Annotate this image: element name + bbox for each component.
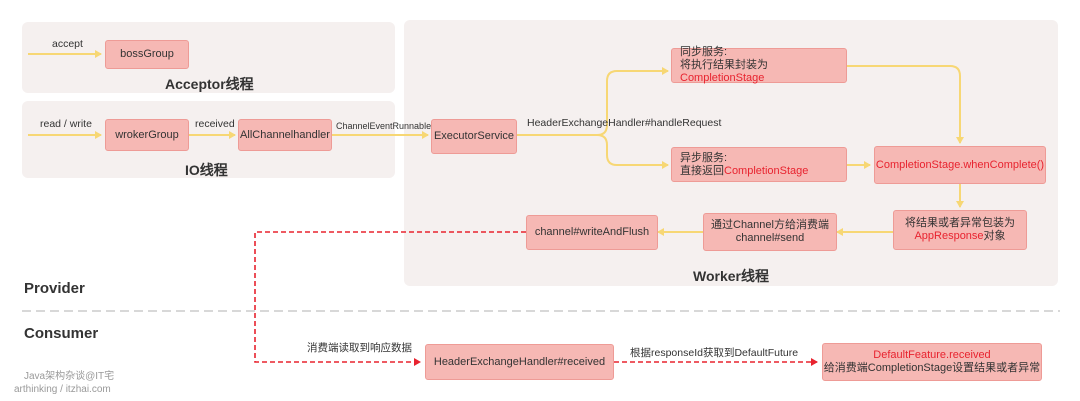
acceptor-thread-panel [22, 22, 395, 93]
io-thread-title: IO线程 [185, 162, 228, 178]
consumer-read-label: 消费端读取到响应数据 [307, 342, 412, 354]
wrap-response-desc: 将结果或者异常包装为 [905, 217, 1015, 229]
default-future-received: DefaultFeature.received [873, 349, 991, 361]
sync-service-box: 同步服务: 将执行结果封装为CompletionStage [671, 46, 847, 84]
consumer-received-box: HeaderExchangeHandler#received [425, 344, 614, 380]
watermark-line1: Java架构杂谈@IT宅 [24, 371, 115, 382]
when-complete-box: CompletionStage.whenComplete() [874, 146, 1046, 184]
handle-request-split [517, 67, 669, 136]
channel-send-desc: 通过Channel方给消费端 [711, 219, 829, 231]
acceptor-thread-title: Acceptor线程 [165, 76, 254, 92]
wroker-group-box: wrokerGroup [105, 119, 189, 151]
executor-service-box: ExecutorService [431, 119, 517, 154]
async-branch-arrow [596, 134, 669, 169]
write-and-flush-box: channel#writeAndFlush [526, 215, 658, 250]
sync-service-completion-stage: CompletionStage [680, 72, 765, 84]
channel-send-method: channel#send [735, 232, 805, 244]
sync-service-title: 同步服务: [680, 46, 728, 58]
received-label: received [195, 118, 235, 130]
watermark-line2: arthinking / itzhai.com [14, 384, 111, 395]
channel-send-box: 通过Channel方给消费端 channel#send [703, 213, 837, 251]
accept-label: accept [52, 38, 83, 50]
wrap-response-box: 将结果或者异常包装为 AppResponse对象 [893, 210, 1027, 250]
default-future-desc: 给消费端CompletionStage设置结果或者异常 [823, 362, 1041, 374]
all-channel-handler-box: AllChannelhandler [238, 119, 332, 151]
read-write-label: read / write [40, 118, 92, 130]
consumer-section-title: Consumer [24, 325, 99, 342]
boss-group-box: bossGroup [105, 40, 189, 69]
async-service-title: 异步服务: [680, 151, 728, 164]
app-response-text: AppResponse [914, 230, 984, 242]
async-service-desc: 直接返回 [680, 164, 724, 177]
async-service-box: 异步服务: 直接返回CompletionStage [671, 147, 847, 182]
wrap-response-suffix: 对象 [983, 230, 1006, 242]
channel-event-runnable-label: ChannelEventRunnable [336, 121, 432, 131]
default-future-box: DefaultFeature.received 给消费端CompletionSt… [822, 343, 1042, 381]
get-future-label: 根据responseId获取到DefaultFuture [630, 347, 799, 359]
worker-thread-title: Worker线程 [693, 268, 769, 284]
sync-service-desc: 将执行结果封装为 [680, 59, 768, 71]
handle-request-label: HeaderExchangeHandler#handleRequest [527, 117, 722, 129]
write-to-consumer-dashed-arrow [254, 231, 526, 366]
sync-to-when-complete-arrow [847, 65, 964, 144]
async-service-completion-stage: CompletionStage [724, 164, 809, 177]
io-thread-panel [22, 101, 395, 178]
provider-section-title: Provider [24, 280, 85, 297]
